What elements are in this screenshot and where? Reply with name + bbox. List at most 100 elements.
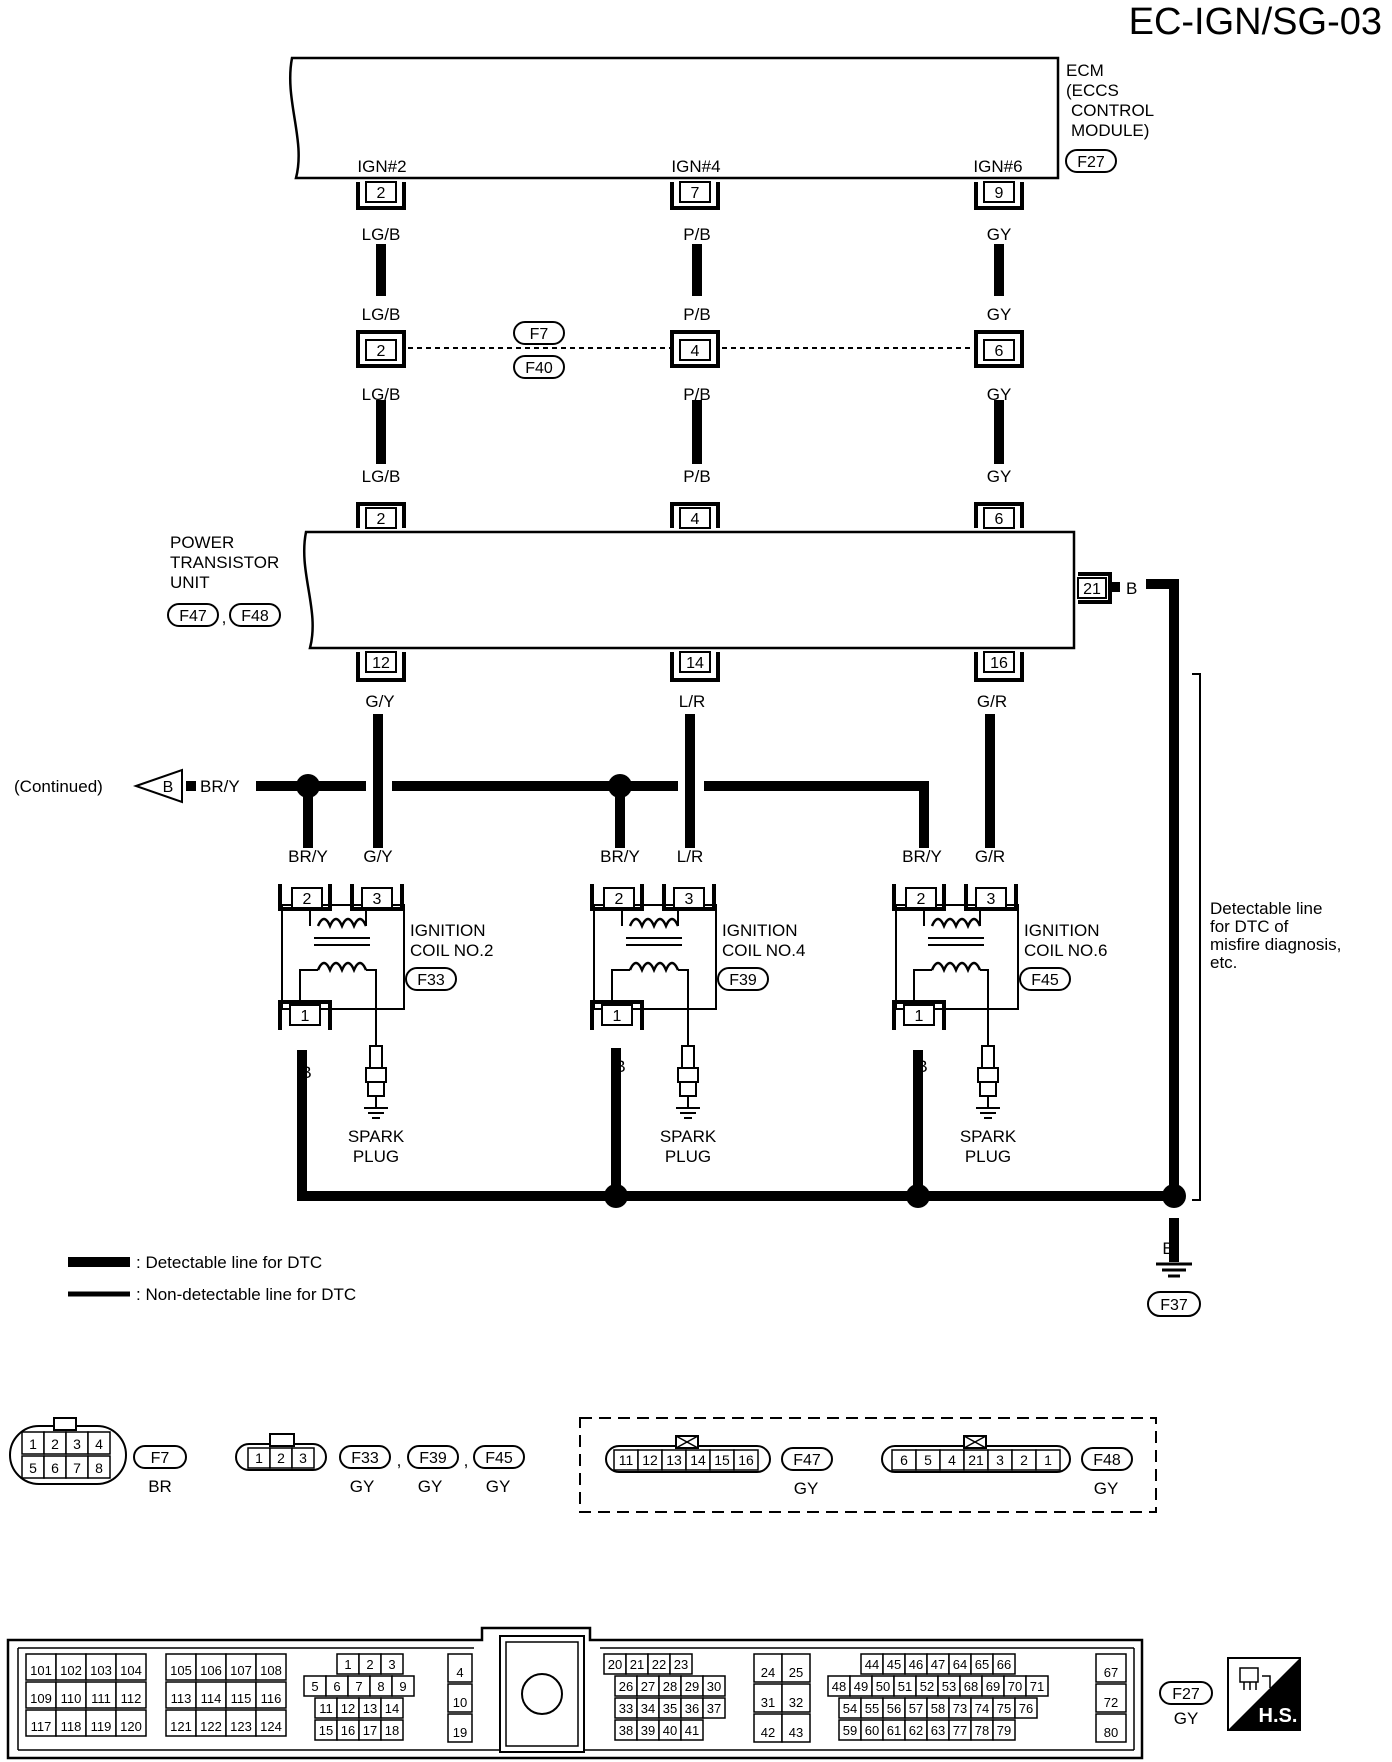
wire-color-gy-coil2-top: G/Y xyxy=(365,692,394,711)
ignition-coil-no4 xyxy=(590,884,769,1046)
f27-pin-46: 46 xyxy=(909,1657,923,1672)
ptu-name-line-2: TRANSISTOR xyxy=(170,553,279,572)
ptu-ground-wire-color: B xyxy=(1126,579,1137,598)
coil6-pin-1: 1 xyxy=(915,1008,924,1025)
f27-pin-114: 114 xyxy=(201,1691,222,1706)
wire-color-gy-2: GY xyxy=(987,305,1012,324)
wire-color-bry-coil4: BR/Y xyxy=(600,847,640,866)
spark-plug-1-line-2: PLUG xyxy=(353,1147,399,1166)
f27-pin-34: 34 xyxy=(641,1701,655,1716)
f27-cell-41 xyxy=(680,1719,704,1741)
ptu-name-line-3: UNIT xyxy=(170,573,210,592)
f27-cell-104 xyxy=(115,1653,147,1681)
spark-plug-2-line-2: PLUG xyxy=(665,1147,711,1166)
ecm-pin-9: 9 xyxy=(995,185,1004,202)
f27-cell-14 xyxy=(380,1697,404,1719)
wire-color-pb-1: P/B xyxy=(683,225,710,244)
f27-pin-77: 77 xyxy=(953,1723,967,1738)
ignition-coil-no2 xyxy=(278,884,457,1046)
f27-pin-49: 49 xyxy=(854,1679,868,1694)
f27-pin-55: 55 xyxy=(865,1701,879,1716)
coil4-name-line-1: IGNITION xyxy=(722,921,798,940)
coil2-name-line-1: IGNITION xyxy=(410,921,486,940)
f27-pin-48: 48 xyxy=(832,1679,846,1694)
wire-color-pb-2: P/B xyxy=(683,305,710,324)
f27-pin-10: 10 xyxy=(453,1695,467,1710)
ptu-ground-pin-21: 21 xyxy=(1083,581,1101,598)
f27-cell-76 xyxy=(1014,1697,1038,1719)
f7-cell-4 xyxy=(87,1431,111,1455)
coil-color-f45: GY xyxy=(486,1477,511,1496)
f27-pin-50: 50 xyxy=(876,1679,890,1694)
f27-cell-10 xyxy=(447,1683,473,1713)
f27-cell-37 xyxy=(702,1697,726,1719)
f27-cell-114 xyxy=(195,1681,227,1709)
power-transistor-box xyxy=(167,502,1120,682)
f27-cell-72 xyxy=(1095,1683,1127,1713)
wire-color-b-coil2: B xyxy=(300,1063,311,1082)
joint-pin-2: 2 xyxy=(377,343,386,360)
f27-pin-60: 60 xyxy=(865,1723,879,1738)
f47-pin-16: 16 xyxy=(738,1452,754,1468)
f47-color: GY xyxy=(794,1479,819,1498)
spark-plug-3-line-2: PLUG xyxy=(965,1147,1011,1166)
f27-pin-1: 1 xyxy=(344,1657,351,1672)
wire-color-bry-coil6: BR/Y xyxy=(902,847,942,866)
f27-cell-24 xyxy=(753,1653,783,1683)
coil2-pin-2: 2 xyxy=(303,891,312,908)
wire-color-b-coil4: B xyxy=(614,1057,625,1076)
coil2-pin-3: 3 xyxy=(373,891,382,908)
f27-pin-74: 74 xyxy=(975,1701,989,1716)
f27-pin-40: 40 xyxy=(663,1723,677,1738)
ptu-in-pin-6: 6 xyxy=(995,511,1004,528)
continued-arrow-label: B xyxy=(163,779,174,796)
ecm-pin-label-ign6: IGN#6 xyxy=(973,157,1022,176)
f27-pin-2: 2 xyxy=(366,1657,373,1672)
ptu-connector-f48: F48 xyxy=(241,608,269,625)
coil6-name-line-2: COIL NO.6 xyxy=(1024,941,1107,960)
f27-pin-42: 42 xyxy=(761,1725,775,1740)
f27-cell-31 xyxy=(753,1683,783,1713)
f27-cell-32 xyxy=(781,1683,811,1713)
f27-pin-108: 108 xyxy=(260,1663,282,1678)
f27-pin-14: 14 xyxy=(385,1701,399,1716)
f48-pin-4: 4 xyxy=(948,1452,956,1468)
f27-cell-112 xyxy=(115,1681,147,1709)
coil-connector-f39: F39 xyxy=(419,1450,447,1467)
f27-pin-121: 121 xyxy=(170,1719,192,1734)
ptu-out-pin-14: 14 xyxy=(686,655,704,672)
spark-plug-icon-1 xyxy=(364,1045,388,1119)
ecm-box: ECM (ECCS CONTROL MODULE) F27 IGN#2 IGN#… xyxy=(288,56,1154,180)
f27-cell-118 xyxy=(55,1709,87,1737)
coil-color-f39: GY xyxy=(418,1477,443,1496)
f27-pin-29: 29 xyxy=(685,1679,699,1694)
coil-color-f33: GY xyxy=(350,1477,375,1496)
wire-color-lgb-3: LG/B xyxy=(362,385,401,404)
f48-pin-3: 3 xyxy=(996,1452,1004,1468)
hs-badge-label: H.S. xyxy=(1259,1705,1298,1727)
coil4-pin-3: 3 xyxy=(685,891,694,908)
f27-cell-123 xyxy=(225,1709,257,1737)
coil4-connector-id: F39 xyxy=(729,972,757,989)
f47-pin-11: 11 xyxy=(619,1452,634,1468)
f27-pin-102: 102 xyxy=(60,1663,82,1678)
f27-pin-123: 123 xyxy=(230,1719,252,1734)
f27-pin-120: 120 xyxy=(120,1719,142,1734)
f27-pin-25: 25 xyxy=(789,1665,803,1680)
f27-pin-122: 122 xyxy=(200,1719,222,1734)
f48-pin-2: 2 xyxy=(1020,1452,1028,1468)
coil-connector-sep-1: , xyxy=(397,1451,402,1470)
f47-pin-13: 13 xyxy=(666,1452,682,1468)
coil4-pin-2: 2 xyxy=(615,891,624,908)
f7-pin-2: 2 xyxy=(51,1436,59,1452)
f27-pin-76: 76 xyxy=(1019,1701,1033,1716)
f27-pin-16: 16 xyxy=(341,1723,355,1738)
wire-color-lr-coil4-top: L/R xyxy=(679,692,705,711)
f27-pin-7: 7 xyxy=(355,1679,362,1694)
f27-pin-104: 104 xyxy=(120,1663,142,1678)
ground-splices xyxy=(604,1184,1186,1208)
detectable-bracket xyxy=(1192,673,1201,1201)
signal-wires-upper xyxy=(376,244,1004,464)
